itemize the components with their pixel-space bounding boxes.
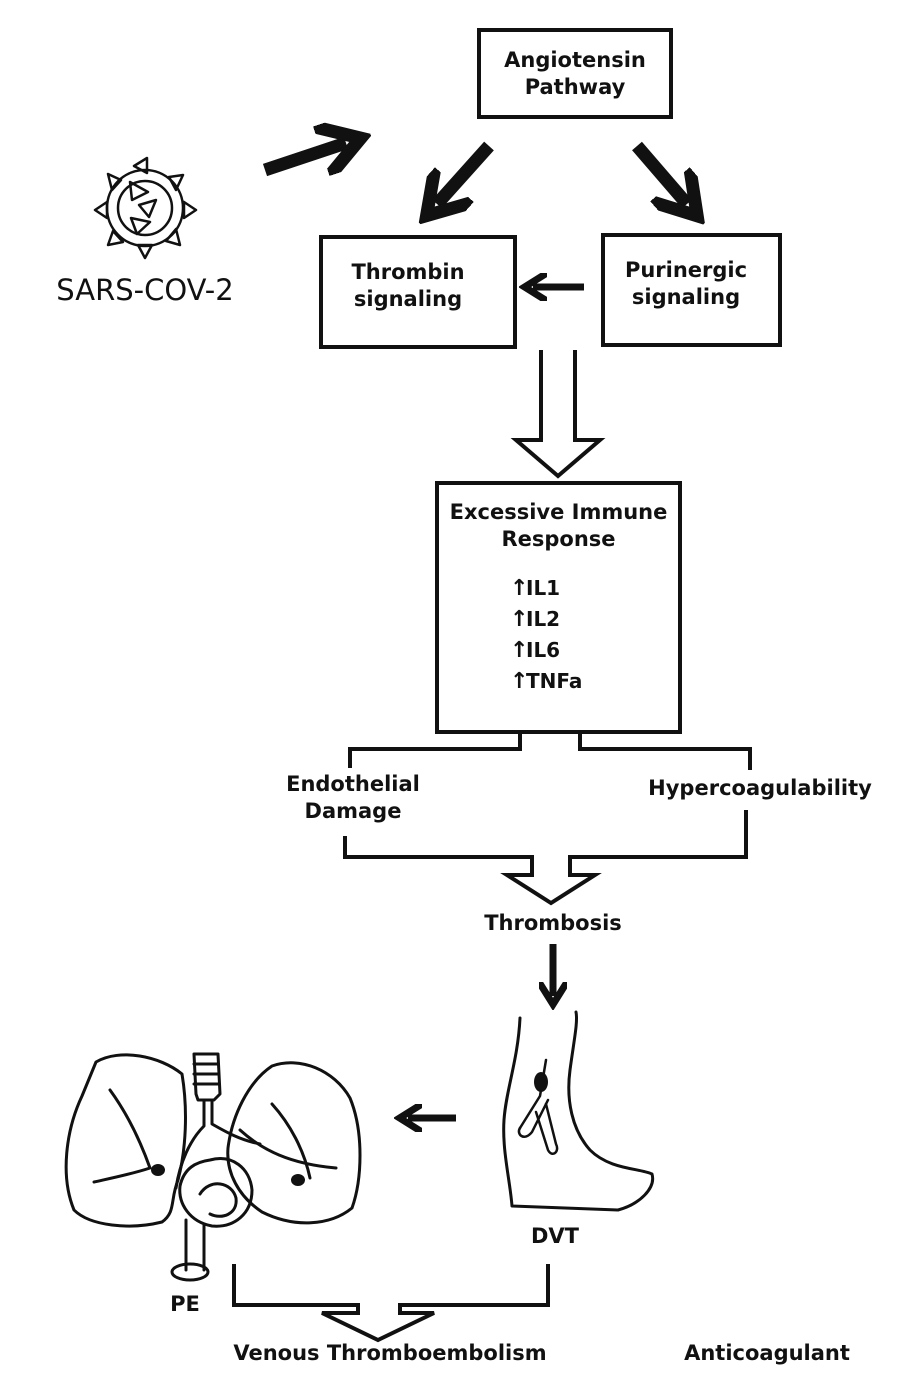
up-arrow-icon: ↑ (510, 576, 529, 601)
angiotensin-line1: Angiotensin (504, 48, 646, 72)
immune-label: Excessive Immune Response (437, 499, 680, 554)
merge-to-thrombosis-bracket (343, 810, 748, 906)
angiotensin-label: Angiotensin Pathway (479, 47, 671, 102)
virus-icon (93, 156, 198, 260)
merge-to-vte-bracket (232, 1264, 550, 1343)
anticoagulant-label: Anticoagulant (684, 1341, 850, 1365)
cytokine-item: ↑IL1 (510, 573, 582, 604)
purinergic-line2: signaling (631, 285, 741, 310)
lungs-heart-icon (64, 1052, 362, 1282)
cytokine-label: IL1 (526, 576, 561, 600)
cytokine-item: ↑IL2 (510, 604, 582, 635)
thrombin-label: Thrombin signaling (321, 259, 495, 314)
purinergic-box (601, 233, 782, 347)
cytokine-item: ↑TNFa (510, 666, 582, 697)
immune-line1: Excessive Immune (449, 500, 668, 524)
cytokine-label: IL6 (526, 638, 561, 662)
endothelial-line2: Damage (304, 799, 402, 824)
vte-label: Venous Thromboembolism (233, 1341, 547, 1365)
virus-to-angiotensin-arrow (262, 143, 346, 177)
up-arrow-icon: ↑ (510, 638, 529, 663)
thrombin-line2: signaling (353, 287, 463, 312)
purinergic-line1: Purinergic (624, 258, 748, 282)
thrombin-box (319, 235, 517, 349)
cytokine-label: TNFa (526, 669, 583, 693)
angiotensin-to-purinergic-arrow (632, 141, 687, 204)
immune-split-bracket (348, 732, 752, 770)
angiotensin-to-thrombin-arrow (437, 141, 494, 204)
angiotensin-line2: Pathway (524, 75, 626, 100)
hypercoagulability-label: Hypercoagulability (648, 776, 872, 800)
cytokine-item: ↑IL6 (510, 635, 582, 666)
leg-icon (502, 1010, 655, 1212)
cytokine-label: IL2 (526, 607, 561, 631)
pe-label: PE (170, 1292, 200, 1316)
hollow-arrow-to-immune (510, 350, 606, 479)
cytokine-list: ↑IL1 ↑IL2 ↑IL6 ↑TNFa (510, 573, 582, 697)
immune-box (435, 481, 682, 734)
immune-line2: Response (501, 527, 616, 552)
up-arrow-icon: ↑ (510, 607, 529, 632)
up-arrow-icon: ↑ (510, 669, 529, 694)
endothelial-line1: Endothelial (286, 772, 420, 796)
endothelial-label: Endothelial Damage (268, 771, 438, 826)
thrombosis-label: Thrombosis (484, 911, 622, 935)
dvt-label: DVT (530, 1224, 579, 1248)
angiotensin-box (477, 28, 673, 119)
virus-label: SARS-COV-2 (56, 273, 234, 307)
purinergic-label: Purinergic signaling (603, 257, 769, 312)
thrombin-line1: Thrombin (351, 260, 465, 284)
